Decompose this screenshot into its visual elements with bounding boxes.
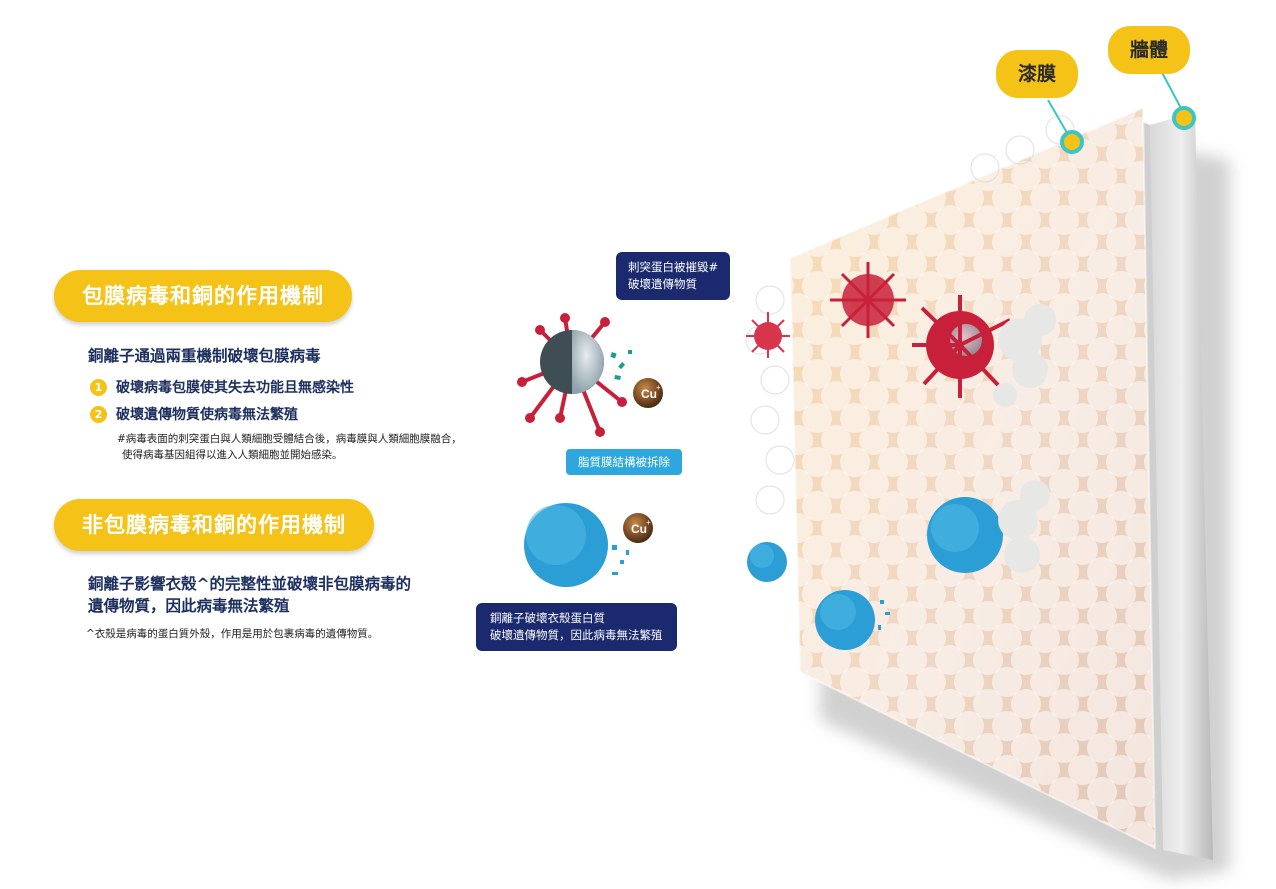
wall-block: [1150, 112, 1213, 860]
envelope-note-line2: 使得病毒基因組得以進入人類細胞並開始感染。: [122, 449, 343, 461]
paint-film-marker: [1060, 130, 1084, 154]
copper-ion-2-charge: +: [646, 518, 651, 527]
non-envelope-heading-line1: 銅離子影響衣殼^的完整性並破壞非包膜病毒的: [88, 575, 411, 593]
wall-marker: [1172, 106, 1196, 130]
envelope-virus-left: [517, 313, 632, 437]
callout-lipid-membrane: 脂質膜結構被拆除: [566, 449, 682, 475]
blue-virus-left: [524, 503, 629, 587]
callout-capsid: 銅離子破壞衣殼蛋白質 破壞遺傳物質，因此病毒無法繁殖: [476, 603, 677, 651]
copper-ion-1-label: Cu: [641, 387, 657, 401]
callout-spike-protein: 刺突蛋白被摧毀# 破壞遺傳物質: [616, 252, 731, 300]
section-title-non-envelope: 非包膜病毒和銅的作用機制: [54, 499, 374, 551]
section-title-envelope: 包膜病毒和銅的作用機制: [54, 270, 352, 322]
copper-ion-1-charge: +: [656, 383, 661, 392]
panel-edge: [788, 106, 1157, 850]
panel-red-virus-2: [912, 295, 1011, 398]
envelope-note-line1: #病毒表面的刺突蛋白與人類細胞受體結合後，病毒膜與人類細胞膜融合，: [117, 433, 462, 445]
callout-capsid-line1: 銅離子破壞衣殼蛋白質: [490, 611, 605, 625]
envelope-item-1: 1 破壞病毒包膜使其失去功能且無感染性: [90, 377, 354, 397]
envelope-item-2-text: 破壞遺傳物質使病毒無法繁殖: [116, 407, 298, 423]
panel-blue-virus-1: [927, 497, 1003, 573]
small-red-virus: [746, 312, 790, 358]
number-badge-1: 1: [90, 378, 107, 396]
copper-ion-2-label: Cu: [631, 522, 647, 536]
callout-capsid-line2: 破壞遺傳物質，因此病毒無法繁殖: [490, 628, 663, 642]
honeycomb-pattern: [790, 108, 1155, 848]
copper-ion-2: Cu +: [623, 513, 653, 543]
envelope-heading: 銅離子通過兩重機制破壞包膜病毒: [88, 347, 321, 365]
label-paint-film: 漆膜: [996, 50, 1079, 98]
non-envelope-heading-line2: 遺傳物質，因此病毒無法繁殖: [88, 597, 290, 615]
non-envelope-note: ^衣殼是病毒的蛋白質外殼，作用是用於包裹病毒的遺傳物質。: [86, 628, 379, 640]
panel-dust-cloud-1: [993, 304, 1056, 407]
callout-spike-line1: 刺突蛋白被摧毀#: [628, 260, 719, 274]
panel-blue-virus-2: [815, 590, 890, 650]
callout-spike-line2: 破壞遺傳物質: [628, 277, 697, 291]
copper-ion-1: Cu +: [633, 378, 663, 408]
panel-dust-cloud-2: [998, 480, 1050, 573]
envelope-item-1-text: 破壞病毒包膜使其失去功能且無感染性: [116, 380, 354, 396]
number-badge-2: 2: [90, 405, 107, 423]
envelope-item-2: 2 破壞遺傳物質使病毒無法繁殖: [90, 404, 298, 424]
label-wall: 牆體: [1108, 26, 1191, 74]
blue-virus-small: [747, 542, 787, 582]
wall-edge: [1143, 122, 1163, 850]
panel-red-virus-1: [830, 262, 906, 338]
